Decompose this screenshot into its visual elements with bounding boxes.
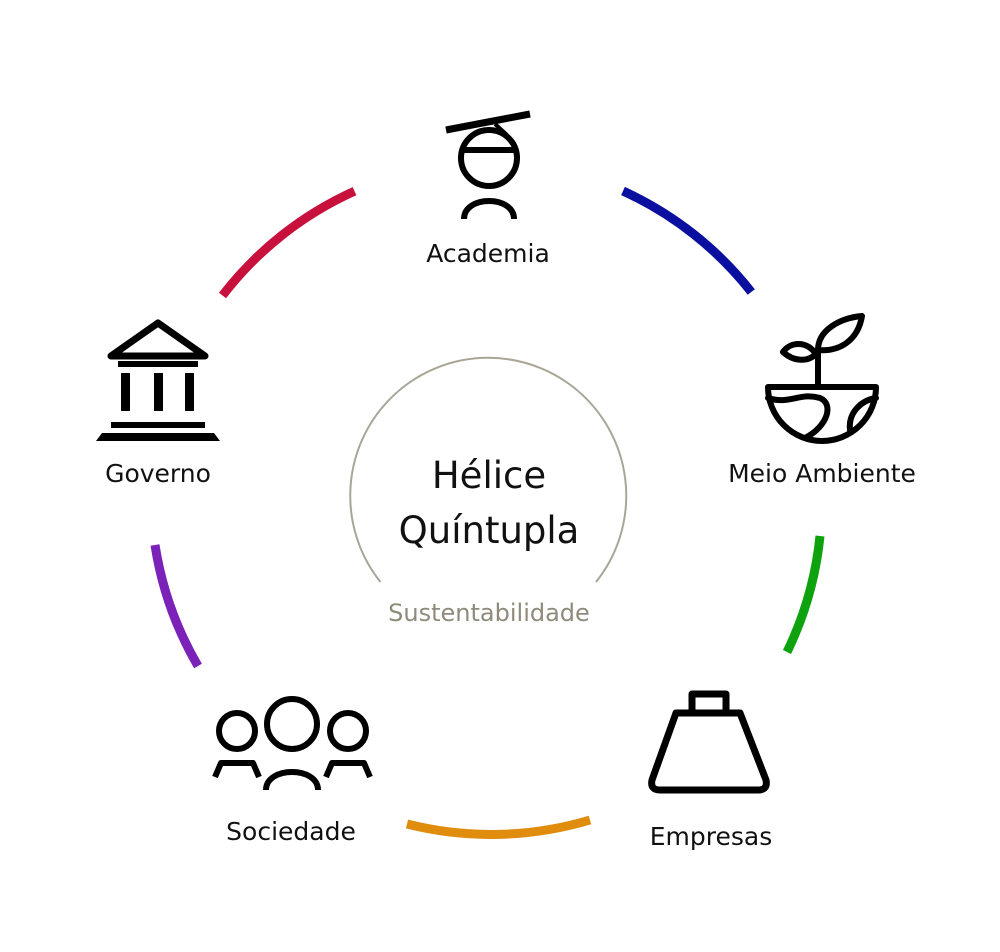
meio-ambiente-label: Meio Ambiente [728,459,916,488]
sociedade-label: Sociedade [226,817,356,846]
center-ring [349,356,628,583]
connector-empresas-sociedade [405,815,592,839]
center-title-line2: Quíntupla [399,509,580,552]
center-title-line1: Hélice [432,454,546,497]
plant-globe-icon [765,313,879,444]
connector-academia-meio-ambiente [621,186,755,295]
empresas-label: Empresas [650,822,773,851]
people-group-icon [212,696,373,791]
academia-label: Academia [426,239,550,268]
connector-meio-ambiente-empresas [782,535,825,654]
briefcase-icon [648,690,770,794]
connector-sociedade-governo [150,544,202,669]
government-building-icon [96,319,220,441]
graduate-icon [445,110,531,220]
center-subtitle: Sustentabilidade [388,599,590,627]
governo-label: Governo [105,459,211,488]
connector-governo-academia [218,187,357,299]
